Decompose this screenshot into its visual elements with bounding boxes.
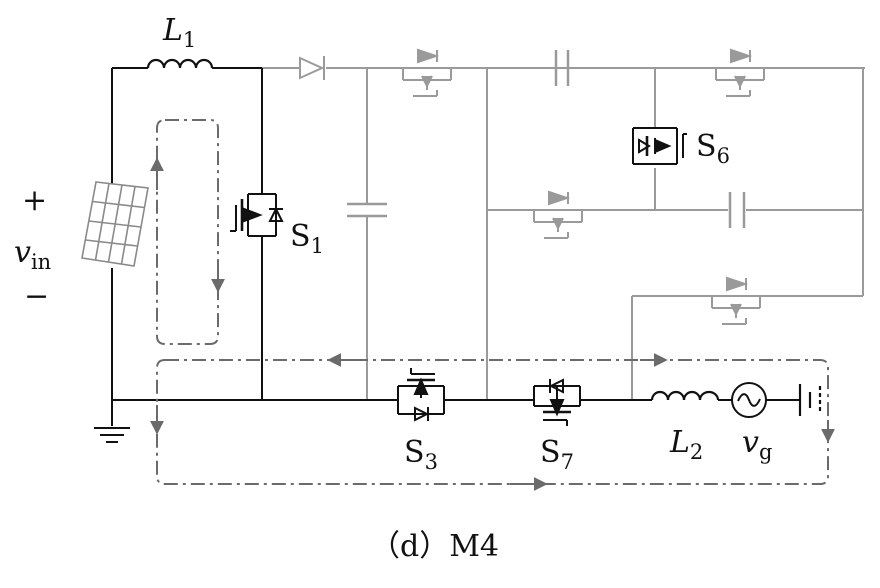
- label-minus: −: [24, 279, 49, 314]
- inductor-l2: [650, 390, 720, 401]
- current-loop-main: [156, 359, 829, 485]
- label-vg: vg: [742, 425, 772, 464]
- inactive-wiring: [262, 67, 865, 400]
- diode-d1: [299, 56, 325, 80]
- capacitor-vertical: [347, 202, 387, 218]
- switch-mid: [533, 190, 583, 239]
- active-wiring: [111, 67, 800, 426]
- capacitor-mid: [728, 192, 746, 228]
- label-l1: L1: [162, 13, 196, 52]
- switch-s7: [533, 378, 581, 426]
- switch-s1: [230, 193, 284, 237]
- switch-top-right: [715, 48, 765, 97]
- switch-lower-right: [711, 276, 761, 325]
- switch-s3: [397, 368, 445, 422]
- solar-panel-icon: [81, 181, 149, 267]
- switch-s6: [632, 127, 687, 165]
- label-plus: +: [22, 183, 47, 218]
- inductor-l1: [146, 58, 214, 69]
- label-vin: vin: [14, 235, 51, 274]
- label-s1: S1: [290, 219, 324, 258]
- label-s6: S6: [696, 129, 730, 168]
- capacitor-top: [554, 50, 570, 86]
- current-loop-left: [156, 119, 219, 345]
- label-s7: S7: [540, 435, 574, 474]
- switch-top-left: [402, 48, 452, 97]
- battery-icon: [798, 384, 822, 416]
- ground-icon: [94, 427, 130, 443]
- label-l2: L2: [669, 425, 703, 464]
- label-s3: S3: [404, 435, 438, 474]
- figure-caption: （d）M4: [370, 529, 499, 564]
- ac-source-icon: [731, 382, 767, 418]
